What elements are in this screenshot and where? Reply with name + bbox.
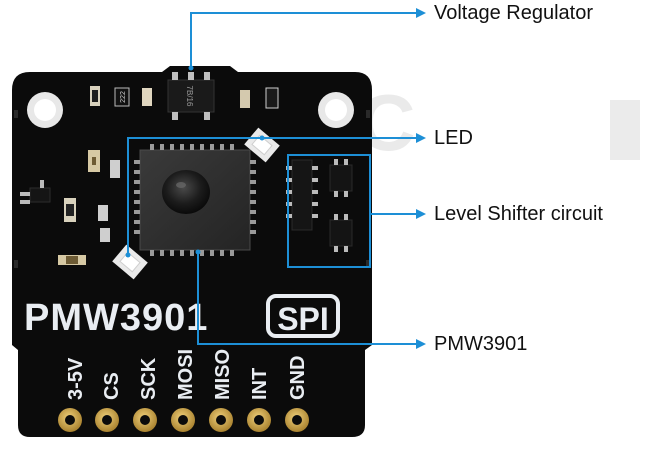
smd-components: 222 xyxy=(20,86,279,265)
board-title: PMW3901 xyxy=(24,297,208,339)
pin-pad xyxy=(285,408,309,432)
pin-label: MOSI xyxy=(175,349,197,400)
pin-label: CS xyxy=(101,372,123,400)
pin-pad xyxy=(171,408,195,432)
spi-badge-label: SPI xyxy=(277,301,329,337)
pin-label: INT xyxy=(249,368,271,400)
pin-labels: 3-5V CS SCK MOSI MISO INT GND xyxy=(65,349,309,400)
callout-label-pmw3901: PMW3901 xyxy=(434,333,528,355)
mounting-holes xyxy=(27,92,354,128)
pin-label: SCK xyxy=(138,357,160,400)
led-top xyxy=(244,127,280,163)
pin-pad xyxy=(247,408,271,432)
pin-pad xyxy=(133,408,157,432)
pmw3901-sensor xyxy=(134,144,256,256)
pin-pads xyxy=(58,408,309,432)
spi-badge: SPI xyxy=(266,294,340,338)
pin-label: GND xyxy=(287,356,309,400)
pin-pad xyxy=(209,408,233,432)
callout-label-level-shifter: Level Shifter circuit xyxy=(434,203,603,225)
callout-lines xyxy=(127,12,418,345)
pin-pad xyxy=(58,408,82,432)
pin-pad xyxy=(95,408,119,432)
resistor-marking: 222 xyxy=(120,91,127,103)
arrow-right-icon xyxy=(416,8,426,349)
callout-line-pmw3901 xyxy=(197,252,418,345)
callout-label-voltage-regulator: Voltage Regulator xyxy=(434,2,594,24)
pin-label: MISO xyxy=(212,349,234,400)
callout-dots xyxy=(125,65,265,258)
level-shifter-circuit xyxy=(286,159,353,252)
regulator-marking: 7B/16 xyxy=(185,86,194,107)
led-bottom xyxy=(112,244,148,280)
level-shifter-highlight-box xyxy=(287,154,371,268)
pin-label: 3-5V xyxy=(65,357,87,400)
callout-label-led: LED xyxy=(434,127,473,149)
voltage-regulator-chip: 7B/16 xyxy=(167,72,215,120)
callout-line-voltage-regulator xyxy=(190,12,418,68)
